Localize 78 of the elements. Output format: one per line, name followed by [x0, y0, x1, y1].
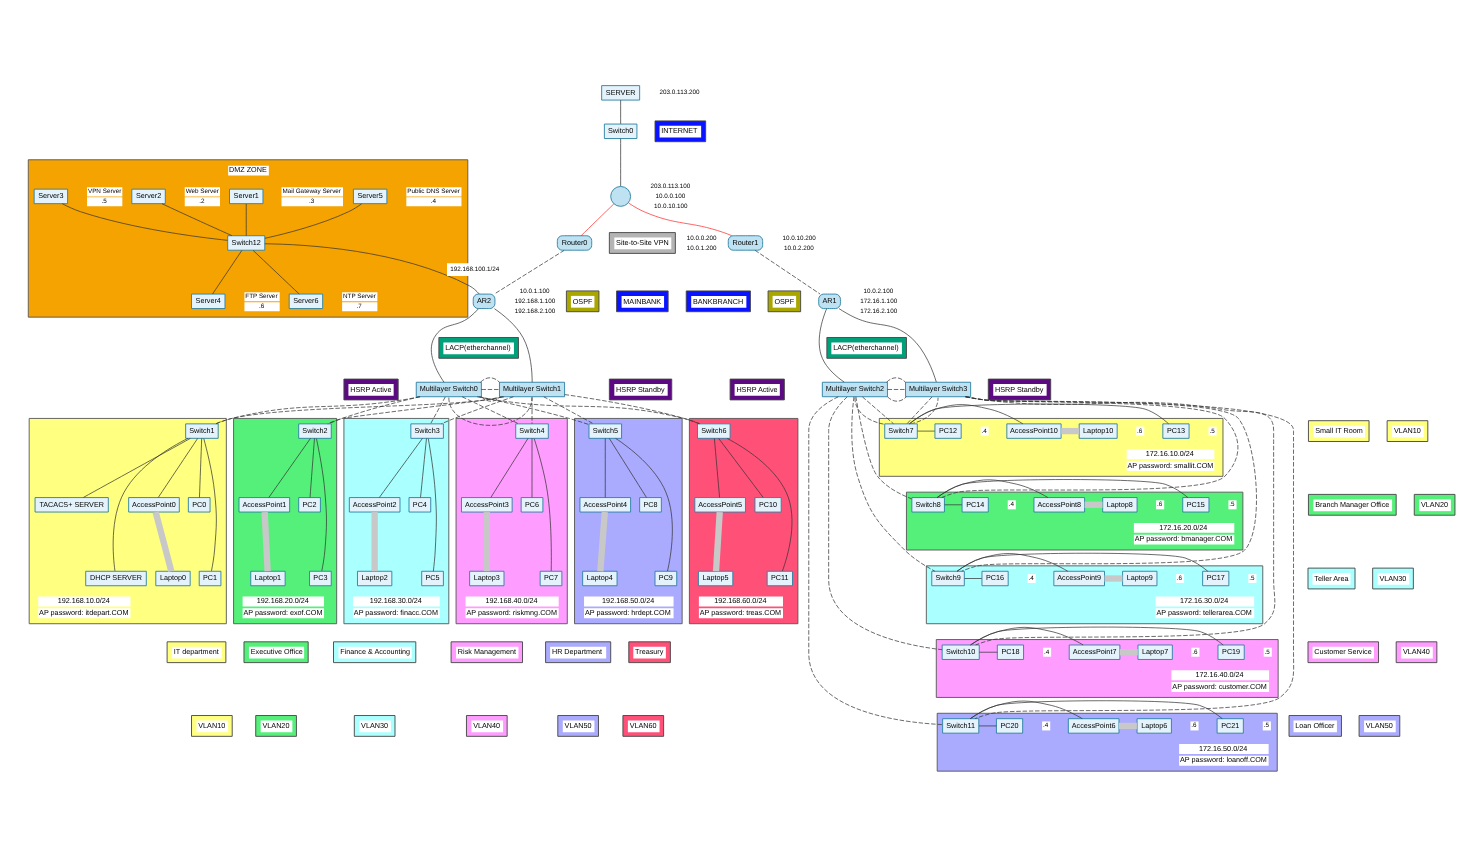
connector	[309, 438, 315, 498]
connector	[608, 438, 647, 498]
connector	[851, 396, 936, 572]
connector	[479, 396, 590, 425]
connector	[161, 203, 233, 236]
connector	[854, 397, 939, 426]
connector	[712, 511, 723, 572]
connector	[252, 250, 300, 295]
connector	[970, 626, 1224, 646]
connector	[964, 396, 1276, 646]
connector	[887, 389, 906, 390]
connector	[1119, 722, 1137, 730]
connector	[597, 511, 608, 572]
connector	[152, 511, 175, 572]
connector	[199, 438, 203, 498]
connector	[261, 511, 271, 572]
connector	[476, 396, 701, 425]
connector	[430, 396, 446, 425]
connector	[441, 396, 514, 425]
connector	[264, 203, 362, 239]
connector	[1104, 575, 1123, 582]
connector	[714, 438, 720, 498]
connector	[620, 138, 621, 187]
connector	[620, 99, 621, 125]
connector	[379, 438, 423, 498]
connector	[604, 438, 606, 498]
connector	[461, 396, 520, 425]
connector	[964, 578, 983, 579]
connector	[718, 438, 764, 498]
connector	[1061, 427, 1080, 435]
connector	[615, 438, 673, 572]
connector	[531, 396, 533, 425]
connector	[420, 438, 427, 498]
connector	[887, 396, 907, 402]
connector	[245, 203, 247, 237]
connector	[580, 203, 615, 237]
connector	[909, 403, 1169, 425]
connector	[427, 438, 437, 572]
connector	[906, 396, 933, 425]
connector	[818, 308, 845, 383]
connector	[157, 438, 199, 498]
connector	[328, 396, 421, 425]
connector	[956, 552, 1209, 572]
connector	[327, 396, 504, 425]
connector	[371, 512, 378, 572]
connector	[964, 396, 1295, 719]
connector	[531, 438, 533, 498]
connector	[215, 396, 505, 425]
connector	[481, 389, 500, 390]
connector	[961, 396, 1257, 572]
connector	[969, 700, 1223, 720]
connector	[936, 479, 1189, 498]
connector	[480, 377, 500, 383]
connector	[481, 396, 501, 402]
connector	[494, 308, 533, 383]
connector	[448, 397, 533, 426]
connector	[754, 250, 821, 295]
connector	[430, 308, 479, 383]
connector	[203, 438, 217, 572]
connector	[61, 203, 228, 241]
connector	[533, 438, 552, 572]
connector	[483, 512, 490, 572]
connector	[543, 396, 594, 425]
connector	[941, 396, 1239, 498]
connector	[316, 438, 327, 572]
connector	[886, 377, 906, 383]
connector	[490, 438, 529, 498]
connector	[944, 504, 963, 506]
connector	[564, 394, 700, 425]
connector	[855, 396, 913, 500]
connector	[1119, 649, 1138, 656]
node-circle	[610, 186, 632, 207]
connector	[862, 396, 894, 425]
connector	[726, 438, 793, 572]
connector	[268, 438, 311, 498]
connector	[264, 243, 480, 295]
connector	[1084, 501, 1103, 508]
connector	[83, 438, 191, 498]
